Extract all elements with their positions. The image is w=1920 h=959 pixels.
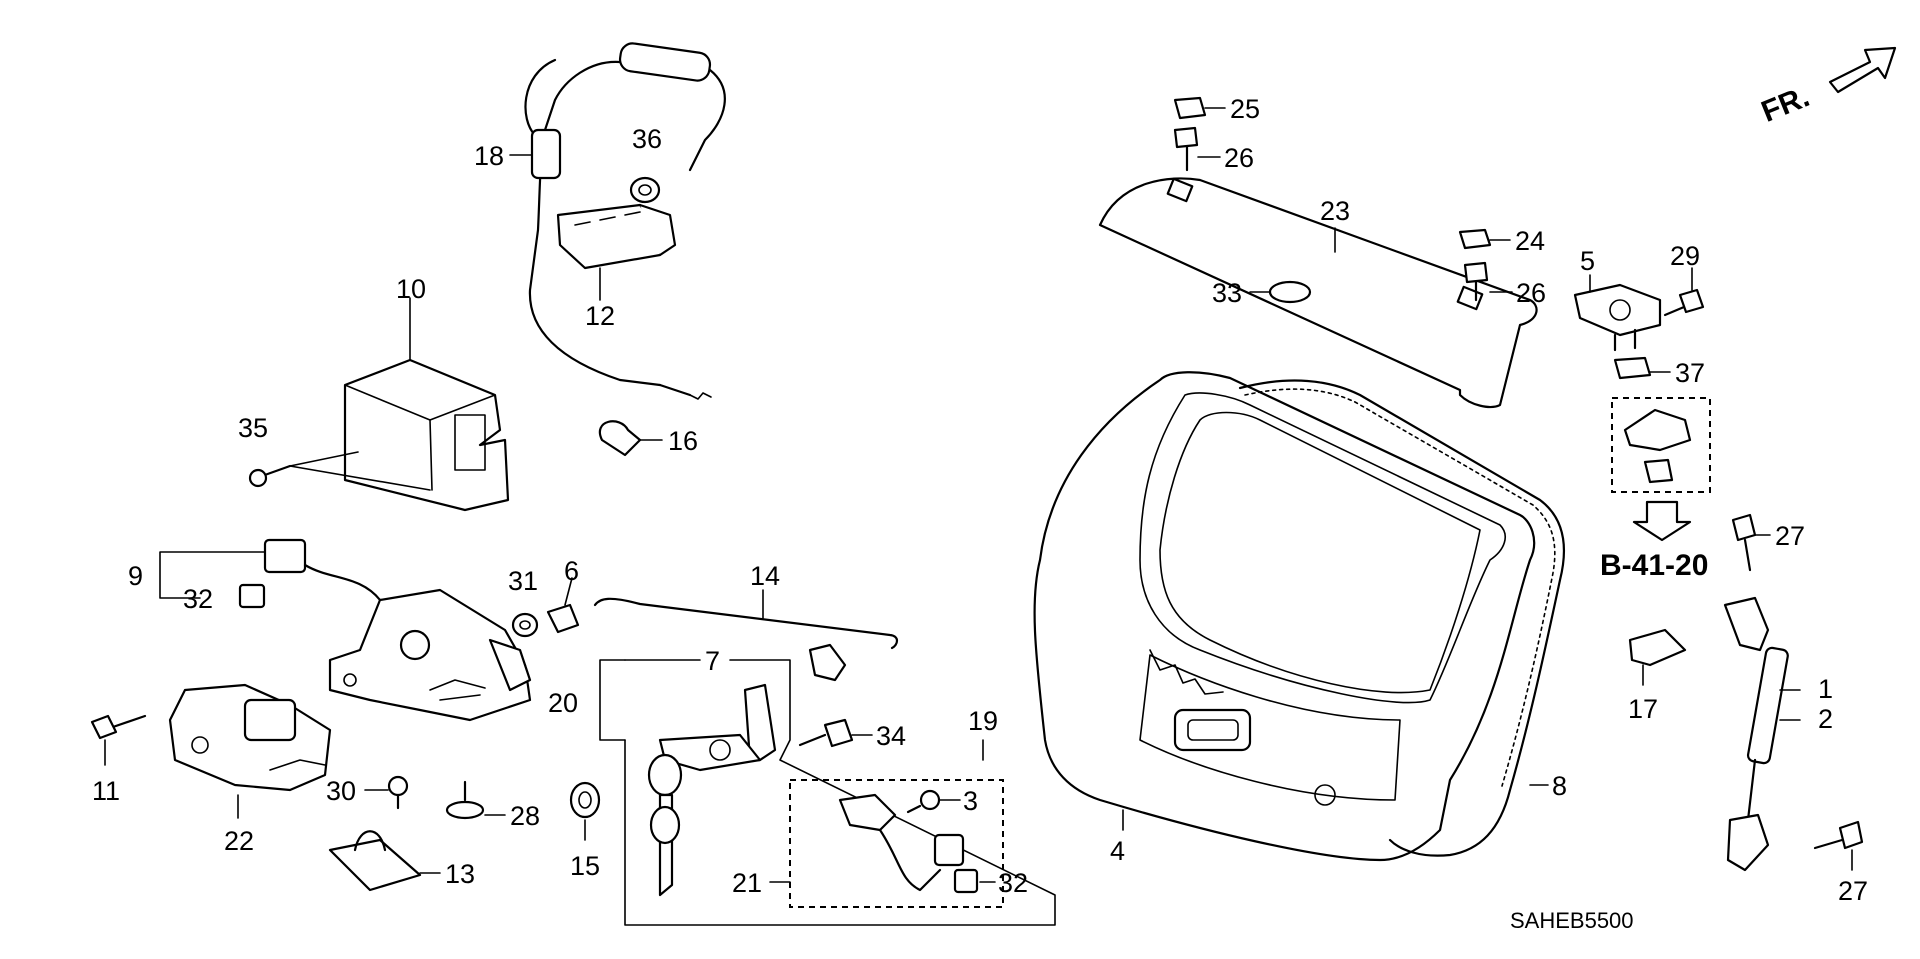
- gas-stay-part: [1723, 596, 1789, 872]
- bolt-part: [90, 714, 147, 740]
- weatherstrip-part: [1238, 379, 1565, 857]
- part-label-23: 23: [1320, 196, 1350, 226]
- part-label-25: 25: [1230, 94, 1260, 124]
- part-label-3: 3: [963, 786, 978, 816]
- part-label-5: 5: [1580, 246, 1595, 276]
- key-switch-part: [838, 793, 965, 892]
- opener-switch-part: [556, 203, 677, 270]
- hinge-bracket-part: [1623, 408, 1692, 484]
- key-cylinder-part: [658, 683, 777, 772]
- part-label-4: 4: [1110, 836, 1125, 866]
- grommet-part: [511, 612, 539, 638]
- hinge-nut-part: [1613, 356, 1652, 380]
- part-label-16: 16: [668, 426, 698, 456]
- bolt-part: [798, 718, 854, 748]
- part-label-29: 29: [1670, 241, 1700, 271]
- part-label-37: 37: [1675, 358, 1705, 388]
- spoiler-bolt-part: [1463, 261, 1489, 302]
- striker-part: [328, 830, 422, 892]
- connector-part: [953, 868, 979, 894]
- part-label-2: 2: [1818, 704, 1833, 734]
- part-label-20: 20: [548, 688, 578, 718]
- part-label-32b: 32: [998, 868, 1028, 898]
- lock-rod-part: [593, 597, 899, 650]
- part-label-12: 12: [585, 301, 615, 331]
- part-label-17: 17: [1628, 694, 1658, 724]
- grommet-part: [569, 781, 601, 819]
- part-label-22: 22: [224, 826, 254, 856]
- tailgate-panel-part: [1033, 371, 1536, 862]
- cable-clip-part: [598, 420, 642, 457]
- part-label-26b: 26: [1516, 278, 1546, 308]
- part-label-31: 31: [508, 566, 538, 596]
- key-part: [647, 753, 683, 897]
- lock-cover-part: [808, 643, 847, 682]
- stay-bolt-part: [1731, 513, 1757, 572]
- part-label-9: 9: [128, 561, 143, 591]
- part-label-13: 13: [445, 859, 475, 889]
- part-label-14: 14: [750, 561, 780, 591]
- part-label-1: 1: [1818, 674, 1833, 704]
- latch-actuator-part: [168, 683, 332, 792]
- part-label-33: 33: [1212, 278, 1242, 308]
- hinge-detail-box: [1611, 397, 1711, 493]
- connector-part: [238, 538, 382, 609]
- part-label-7: 7: [705, 646, 720, 676]
- bolt-part: [445, 780, 485, 820]
- rod-holder-part: [546, 603, 580, 634]
- screw-part: [906, 789, 941, 814]
- screw-part: [248, 451, 431, 491]
- part-label-11: 11: [92, 776, 120, 806]
- cushion-part: [1628, 628, 1687, 667]
- reference-label: B-41-20: [1600, 549, 1708, 582]
- group-bracket-19: [624, 659, 1056, 926]
- group-box-21: [789, 779, 1004, 908]
- part-label-26a: 26: [1224, 143, 1254, 173]
- part-label-18: 18: [474, 141, 504, 171]
- tailgate-latch-part: [328, 588, 532, 722]
- drawing-code: SAHEB5500: [1510, 908, 1634, 933]
- part-label-24: 24: [1515, 226, 1545, 256]
- part-label-15: 15: [570, 851, 600, 881]
- screw-part: [387, 775, 409, 810]
- part-label-32a: 32: [183, 584, 213, 614]
- rear-spoiler-part: [1098, 177, 1538, 409]
- group-bracket-20: [599, 659, 626, 741]
- part-label-27a: 27: [1775, 521, 1805, 551]
- direction-label: FR.: [1757, 80, 1814, 129]
- part-label-21: 21: [732, 868, 762, 898]
- reference-arrow-icon: [1632, 500, 1692, 542]
- part-label-10: 10: [396, 274, 426, 304]
- spoiler-bolt-part: [1173, 126, 1199, 172]
- front-direction-arrow-icon: [1828, 46, 1897, 94]
- release-cable-part: [524, 42, 726, 400]
- cap-part: [1173, 96, 1207, 120]
- part-label-6: 6: [564, 556, 579, 586]
- part-label-28: 28: [510, 801, 540, 831]
- hinge-bolt-part: [1663, 288, 1705, 317]
- part-label-8: 8: [1552, 771, 1567, 801]
- part-label-34: 34: [876, 721, 906, 751]
- cap-part: [1458, 228, 1492, 250]
- tailgate-hinge-part: [1573, 283, 1662, 352]
- stay-bolt-part: [1813, 820, 1864, 850]
- grommet-part: [1268, 280, 1312, 304]
- part-label-30: 30: [326, 776, 356, 806]
- part-label-36: 36: [632, 124, 662, 154]
- part-label-27b: 27: [1838, 876, 1868, 906]
- grommet-part: [629, 176, 661, 204]
- lock-cover-part: [343, 358, 510, 512]
- part-label-35: 35: [238, 413, 268, 443]
- part-label-19: 19: [968, 706, 998, 736]
